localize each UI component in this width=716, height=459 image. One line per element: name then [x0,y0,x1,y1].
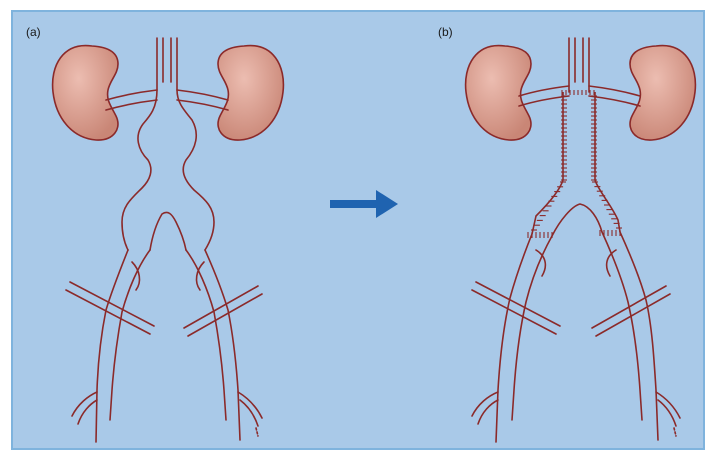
panel-label-b: (b) [438,25,453,39]
panel-label-a: (a) [26,25,41,39]
